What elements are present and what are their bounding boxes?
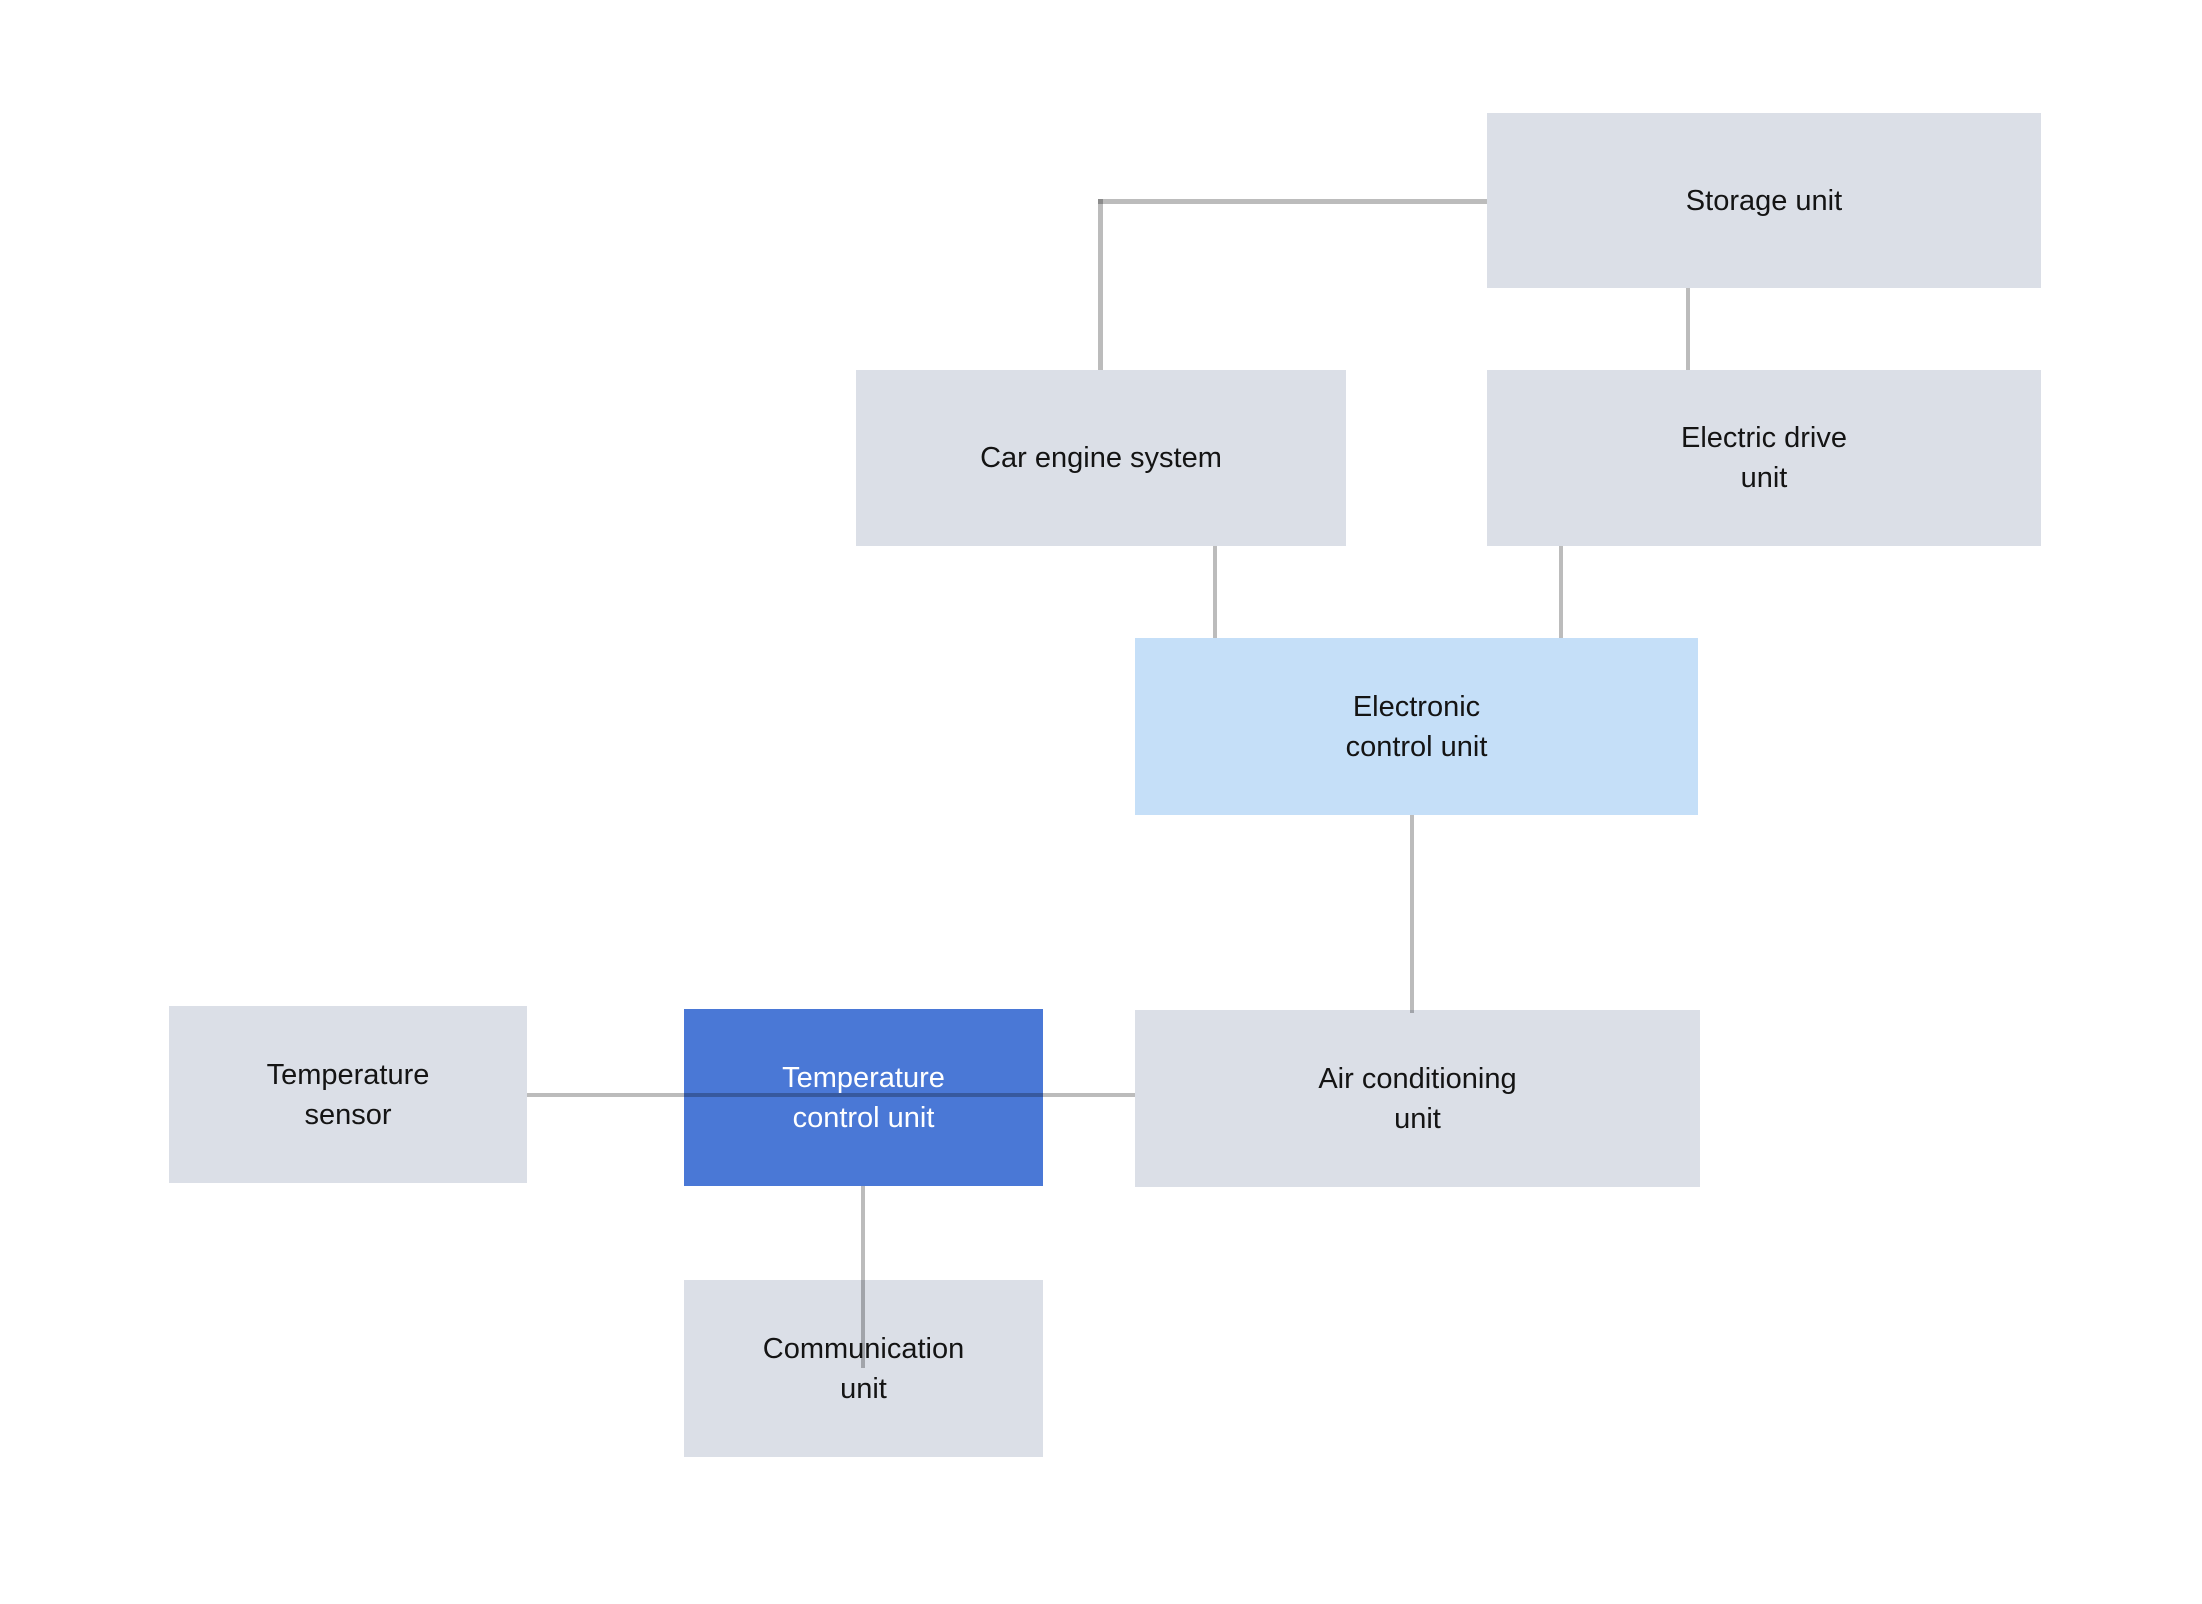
connector-car-engine-to-ecu <box>1213 546 1217 638</box>
connector-car-engine-to-storage-vertical <box>1098 199 1103 370</box>
temperature-control-unit-label: Temperature control unit <box>782 1061 945 1134</box>
electric-drive-unit-node: Electric drive unit <box>1487 370 2041 546</box>
car-engine-system-label: Car engine system <box>980 442 1222 474</box>
car-engine-system-node: Car engine system <box>856 370 1346 546</box>
temperature-control-unit-node: Temperature control unit <box>684 1009 1043 1186</box>
storage-unit-label: Storage unit <box>1685 184 1843 217</box>
electric-drive-unit-label: Electric drive unit <box>1681 422 1847 494</box>
connector-electric-drive-to-ecu <box>1559 546 1563 638</box>
connector-ecu-to-air-conditioning <box>1410 815 1414 1013</box>
temperature-sensor-node: Temperature sensor <box>169 1006 527 1183</box>
communication-unit-label: Communication unit <box>762 1332 965 1405</box>
electronic-control-unit-label: Electronic control unit <box>1345 690 1488 763</box>
connector-car-engine-to-storage-horizontal <box>1098 199 1487 204</box>
storage-unit-node: Storage unit <box>1487 113 2041 288</box>
temperature-sensor-label: Temperature sensor <box>266 1058 430 1131</box>
air-conditioning-unit-node: Air conditioning unit <box>1135 1010 1700 1187</box>
connector-temperature-control-to-communication <box>861 1186 865 1368</box>
electronic-control-unit-node: Electronic control unit <box>1135 638 1698 815</box>
connector-storage-to-electric-drive <box>1686 288 1690 370</box>
connector-temperature-sensor-to-air-conditioning <box>527 1093 1135 1097</box>
air-conditioning-unit-label: Air conditioning unit <box>1318 1062 1517 1135</box>
